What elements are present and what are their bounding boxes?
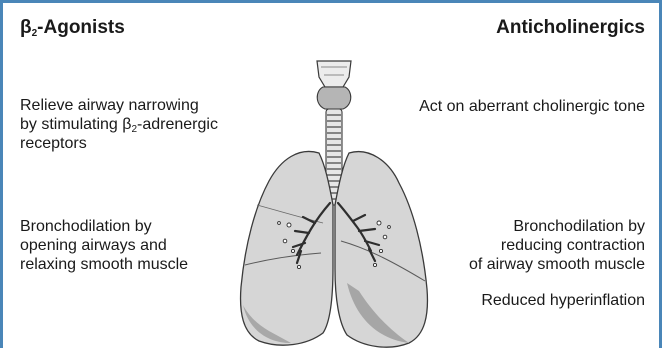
beta2-effect-airway-narrowing: Relieve airway narrowing by stimulating … (20, 96, 218, 153)
beta2-effect-bronchodilation: Bronchodilation by opening airways and r… (20, 217, 188, 274)
right-lung (241, 151, 333, 345)
anticholinergic-effect-hyperinflation: Reduced hyperinflation (481, 291, 645, 310)
beta2-agonists-heading: β2-Agonists (20, 17, 125, 39)
anticholinergics-heading: Anticholinergics (496, 17, 645, 39)
larynx (317, 61, 351, 109)
anticholinergic-effect-bronchodilation: Bronchodilation by reducing contraction … (469, 217, 645, 274)
anticholinergic-effect-cholinergic-tone: Act on aberrant cholinergic tone (419, 97, 645, 116)
lungs-illustration (229, 55, 439, 348)
